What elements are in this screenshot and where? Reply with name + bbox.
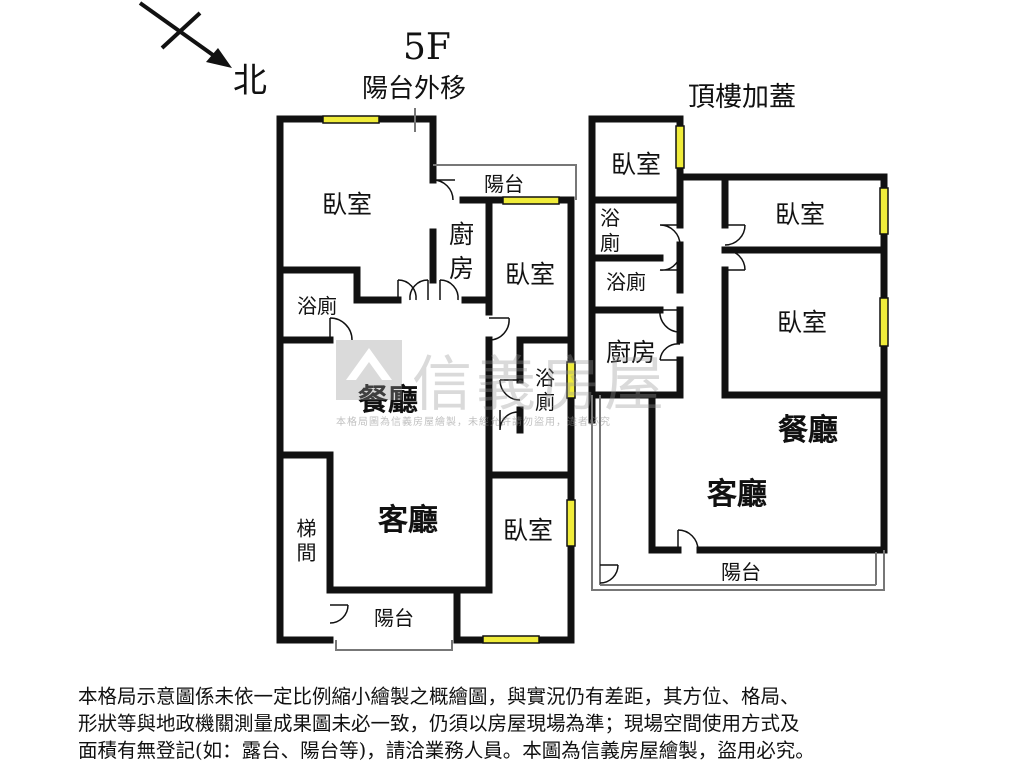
rooftop-bath-a-1: 浴: [600, 206, 620, 230]
rooftop-walls: [588, 115, 888, 554]
floor5-stair: 梯間: [293, 518, 317, 566]
north-compass-icon: [138, 1, 232, 68]
floor5-dining: 餐廳: [358, 383, 418, 418]
rooftop-dining: 餐廳: [778, 413, 838, 448]
floor5-bedroom-top: 臥室: [322, 190, 373, 219]
disclaimer-line-2: 形狀等與地政機關測量成果圖未必一致，仍須以房屋現場為準；現場空間使用方式及: [78, 712, 800, 735]
watermark-small-text: 本格局圖為信義房屋繪製，未經允許請勿盜用，違者必究: [336, 417, 611, 428]
floor5-living: 客廳: [378, 503, 438, 538]
rooftop-living: 客廳: [707, 477, 767, 512]
rooftop-balcony: 陽台: [721, 560, 761, 584]
rooftop-bedroom-c: 臥室: [777, 308, 828, 337]
disclaimer-line-3: 面積有無登記(如：露台、陽台等)，請洽業務人員。本圖為信義房屋繪製，盜用必究。: [78, 739, 815, 762]
rooftop-doors: [599, 224, 746, 584]
floor5-bath-left: 浴廁: [297, 294, 337, 318]
rooftop-title: 頂樓加蓋: [688, 82, 796, 113]
floor5-windows: [322, 115, 576, 644]
floor5-bedroom-mid: 臥室: [505, 260, 556, 289]
disclaimer: 本格局示意圖係未依一定比例縮小繪製之概繪圖，與實況仍有差距，其方位、格局、 形狀…: [78, 683, 958, 764]
rooftop-bedroom-a: 臥室: [611, 150, 662, 179]
floor5-balcony-lines: [335, 108, 577, 651]
floor5-balcony-note: 陽台外移: [362, 74, 467, 104]
floor5-balcony-bottom: 陽台: [374, 606, 414, 630]
floor5-title: 5F: [403, 27, 451, 68]
watermark-logo-icon: [336, 340, 402, 400]
rooftop-balcony-lines: [591, 395, 885, 591]
floor5-balcony-top: 陽台: [484, 172, 524, 196]
compass-north-label: 北: [233, 61, 267, 101]
floor5-bath-right-2: 廁: [535, 390, 555, 414]
floor5-bath-right-1: 浴: [535, 366, 555, 390]
floor5-kitchen-bottom: 房: [449, 254, 475, 283]
rooftop-windows: [675, 125, 889, 347]
floor5-doors: [329, 179, 521, 624]
watermark-brand: 信義房屋: [412, 350, 668, 420]
rooftop-bath-a-2: 廁: [600, 231, 620, 255]
disclaimer-line-1: 本格局示意圖係未依一定比例縮小繪製之概繪圖，與實況仍有差距，其方位、格局、: [78, 685, 800, 708]
floor5-kitchen-top: 廚: [449, 220, 475, 249]
floor5-bedroom-bottom: 臥室: [503, 516, 554, 545]
rooftop-bedroom-b: 臥室: [775, 200, 826, 229]
rooftop-kitchen: 廚房: [606, 338, 657, 367]
rooftop-bath-b: 浴廁: [606, 270, 646, 294]
